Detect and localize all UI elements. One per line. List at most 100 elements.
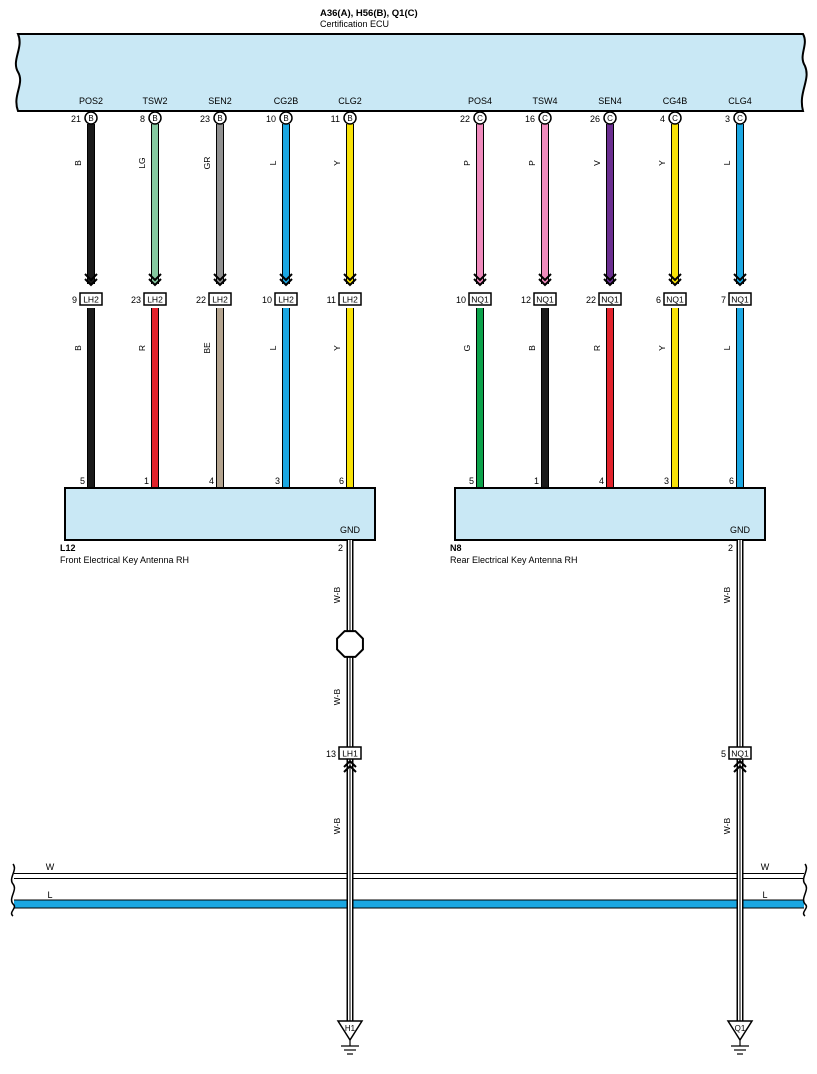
- connector-arrow-icon: [213, 273, 227, 282]
- bus-wire-label-right: L: [762, 890, 767, 900]
- wire-color-code: B: [73, 345, 83, 351]
- inline-connector-pin: 22: [586, 295, 596, 305]
- connector-arrow-icon: [733, 764, 747, 773]
- bus-wire-label-left: W: [46, 862, 55, 872]
- ecu-connector-id: B: [217, 114, 222, 123]
- inline-connector: [208, 292, 232, 306]
- ecu-connector-marker: [213, 111, 227, 125]
- ground-id: Q1: [735, 1024, 746, 1033]
- wire-color-code: W-B: [722, 817, 732, 834]
- inline-connector-pin: 22: [196, 295, 206, 305]
- gnd-inline-connector: [728, 746, 752, 760]
- connector-arrow-icon: [148, 273, 162, 282]
- wire-color-code: R: [592, 345, 602, 351]
- connector-arrow-icon: [213, 278, 227, 287]
- ecu-connector-id: B: [283, 114, 288, 123]
- inline-connector-id: LH2: [342, 295, 358, 305]
- inline-connector-id: NQ1: [601, 295, 619, 305]
- inline-connector-pin: 9: [72, 295, 77, 305]
- antenna-pin-number: 6: [339, 476, 344, 486]
- ecu-pin-label: SEN2: [208, 96, 232, 106]
- ecu-pin-number: 16: [525, 114, 535, 124]
- ecu-pin-number: 4: [660, 114, 665, 124]
- antenna-pin-number: 6: [729, 476, 734, 486]
- inline-connector-id: LH2: [147, 295, 163, 305]
- ecu-connector-marker: [84, 111, 98, 125]
- connector-arrow-icon: [733, 273, 747, 282]
- inline-connector-id: NQ1: [471, 295, 489, 305]
- wire-color-code: GR: [202, 157, 212, 170]
- inline-connector-id: NQ1: [731, 295, 749, 305]
- gnd-inline-connector-id: LH1: [342, 749, 358, 759]
- antenna-name: Front Electrical Key Antenna RH: [60, 555, 189, 565]
- antenna-code: N8: [450, 543, 462, 553]
- wire-color-code: W-B: [332, 688, 342, 705]
- splice-point-icon: [336, 630, 364, 658]
- antenna-gnd-label: GND: [340, 525, 361, 535]
- inline-connector-id: NQ1: [536, 295, 554, 305]
- ecu-connector-id: B: [88, 114, 93, 123]
- inline-connector-pin: 10: [456, 295, 466, 305]
- inline-connector: [274, 292, 298, 306]
- wire-color-code: V: [592, 160, 602, 166]
- inline-connector: [79, 292, 103, 306]
- ecu-connector-marker: [603, 111, 617, 125]
- ecu-connector-id: C: [607, 114, 613, 123]
- inline-connector-id: LH2: [212, 295, 228, 305]
- inline-connector-id: NQ1: [666, 295, 684, 305]
- ecu-pin-label: TSW4: [532, 96, 557, 106]
- bus-wire-label-right: W: [761, 862, 770, 872]
- connector-arrow-icon: [343, 278, 357, 287]
- gnd-inline-connector-id: NQ1: [731, 749, 749, 759]
- gnd-inline-connector-pin: 13: [326, 749, 336, 759]
- wire-color-code: L: [722, 160, 732, 165]
- connector-arrow-icon: [668, 278, 682, 287]
- wire-color-code: B: [73, 160, 83, 166]
- ecu-pin-label: CG4B: [663, 96, 688, 106]
- ecu-box: [14, 33, 808, 112]
- inline-connector: [338, 292, 362, 306]
- wire-color-code: L: [722, 345, 732, 350]
- wire-color-code: W-B: [332, 586, 342, 603]
- inline-connector-pin: 23: [131, 295, 141, 305]
- antenna-pin-number: 5: [469, 476, 474, 486]
- ecu-pin-label: CLG4: [728, 96, 752, 106]
- wire-color-code: Y: [657, 160, 667, 166]
- wire-color-code: B: [527, 345, 537, 351]
- inline-connector: [533, 292, 557, 306]
- ecu-pin-label: TSW2: [142, 96, 167, 106]
- ecu-connector-marker: [279, 111, 293, 125]
- antenna-pin-number: 4: [209, 476, 214, 486]
- connector-arrow-icon: [279, 278, 293, 287]
- bus-wire-label-left: L: [47, 890, 52, 900]
- antenna-pin-number: 5: [80, 476, 85, 486]
- connector-arrow-icon: [473, 273, 487, 282]
- inline-connector-pin: 12: [521, 295, 531, 305]
- wire-color-code: L: [268, 345, 278, 350]
- gnd-pin-number: 2: [338, 543, 343, 553]
- gnd-inline-connector-pin: 5: [721, 749, 726, 759]
- antenna-pin-number: 3: [275, 476, 280, 486]
- connector-arrow-icon: [538, 278, 552, 287]
- gnd-pin-number: 2: [728, 543, 733, 553]
- inline-connector-pin: 10: [262, 295, 272, 305]
- connector-arrow-icon: [603, 278, 617, 287]
- ecu-pin-number: 3: [725, 114, 730, 124]
- connector-arrow-icon: [603, 273, 617, 282]
- antenna-pin-number: 3: [664, 476, 669, 486]
- wire-color-code: Y: [332, 345, 342, 351]
- wire-color-code: Y: [332, 160, 342, 166]
- connector-arrow-icon: [538, 273, 552, 282]
- connector-arrow-icon: [343, 273, 357, 282]
- ecu-connector-marker: [538, 111, 552, 125]
- inline-connector-id: LH2: [83, 295, 99, 305]
- connector-arrow-icon: [279, 273, 293, 282]
- wire-color-code: G: [462, 345, 472, 352]
- antenna-gnd-label: GND: [730, 525, 751, 535]
- ground-terminal-icon: [336, 1020, 364, 1042]
- ecu-pin-label: CLG2: [338, 96, 362, 106]
- wire-color-code: L: [268, 160, 278, 165]
- ecu-title: A36(A), H56(B), Q1(C): [320, 8, 418, 19]
- ecu-pin-number: 21: [71, 114, 81, 124]
